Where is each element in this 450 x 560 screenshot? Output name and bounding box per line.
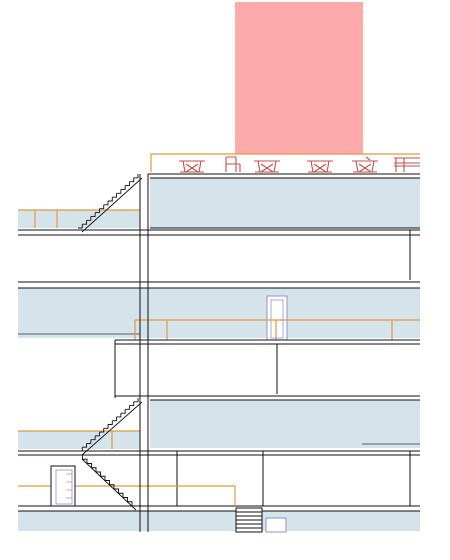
roof-terrace-railing [150, 153, 420, 172]
balcony-upper-railing [18, 209, 140, 228]
railing-level-5 [18, 485, 236, 506]
floor-line-level-5 [18, 450, 420, 506]
table-icon [179, 160, 205, 173]
slab-level-2 [18, 288, 420, 338]
balcony-lower-left [18, 431, 140, 449]
stair-flight [78, 174, 143, 233]
roof-furniture [179, 156, 420, 173]
door-bottom [265, 517, 287, 533]
slab-bottom [18, 511, 420, 531]
slab-level-4 [150, 400, 420, 448]
floor-line-level-3 [114, 339, 420, 398]
table-icon [254, 160, 280, 173]
slab-level-1 [150, 178, 420, 228]
central-column [139, 174, 149, 532]
bench-icon [394, 157, 420, 172]
upper-stair [78, 174, 143, 233]
railing-level-2 [134, 319, 420, 340]
floor-line-level-1 [18, 229, 420, 236]
balcony-lower-railing [18, 430, 140, 449]
table-icon [307, 160, 333, 173]
table-icon [352, 156, 378, 173]
door-lower-left [50, 465, 76, 507]
balcony-upper-left [18, 210, 140, 228]
stair-bottom-steps [235, 507, 263, 533]
stair-flight [78, 454, 137, 511]
chair-icon [225, 156, 241, 172]
lower-stair [78, 398, 143, 511]
stair-flight [78, 398, 143, 456]
door-level-2 [266, 295, 288, 341]
rooftop-block [235, 2, 363, 154]
